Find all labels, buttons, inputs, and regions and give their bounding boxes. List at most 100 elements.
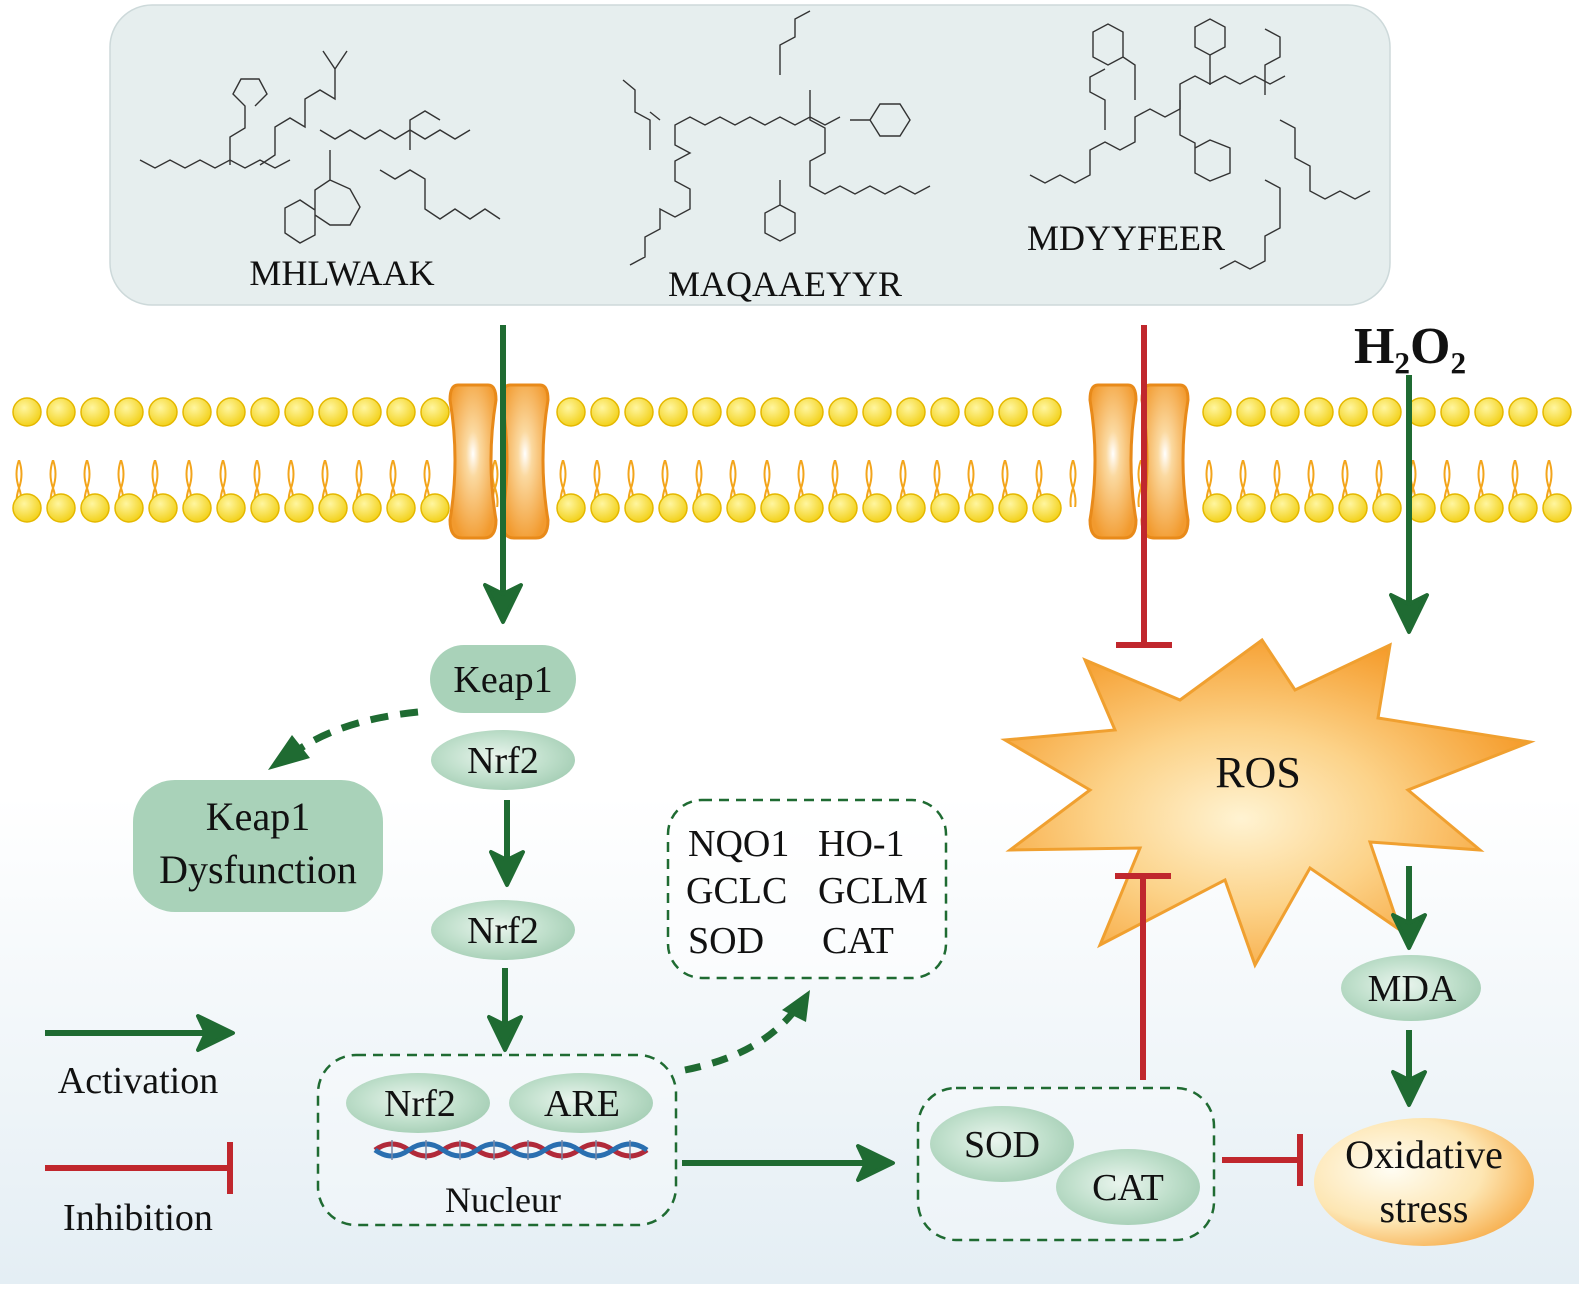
- lipid-head: [1236, 397, 1266, 427]
- lipid-head: [352, 493, 382, 523]
- inhibit-peptide-to-ros: [1116, 325, 1172, 648]
- peptide-label-3: MDYYFEER: [1027, 218, 1225, 258]
- lipid-head: [556, 493, 586, 523]
- mda-label: MDA: [1368, 968, 1457, 1010]
- lipid-head: [590, 493, 620, 523]
- lipid-head: [896, 397, 926, 427]
- nrf2-bound-label: Nrf2: [467, 740, 539, 782]
- lipid-head: [12, 493, 42, 523]
- lipid-head: [182, 397, 212, 427]
- lipid-head: [1542, 493, 1572, 523]
- lipid-head: [114, 493, 144, 523]
- lipid-head: [1508, 397, 1538, 427]
- arrow-nucleus-to-enzymes: [682, 1144, 895, 1182]
- lipid-head: [1474, 397, 1504, 427]
- keap1-dysfunction-line2: Dysfunction: [159, 847, 357, 892]
- lipid-head: [998, 493, 1028, 523]
- gene-nqo1: NQO1: [688, 823, 789, 865]
- lipid-head: [12, 397, 42, 427]
- lipid-head: [1508, 493, 1538, 523]
- gene-gclm: GCLM: [818, 870, 928, 912]
- lipid-head: [1440, 493, 1470, 523]
- lipid-head: [862, 397, 892, 427]
- arrow-mda-to-stress: [1391, 1030, 1427, 1107]
- sod-node: [930, 1106, 1074, 1182]
- keap1-dysfunction-node: Keap1 Dysfunction: [133, 780, 383, 912]
- lipid-head: [1372, 397, 1402, 427]
- nucleus-nrf2-label: Nrf2: [384, 1083, 456, 1125]
- lipid-head: [386, 397, 416, 427]
- lipid-head: [624, 397, 654, 427]
- lipid-head: [1236, 493, 1266, 523]
- lipid-head: [216, 493, 246, 523]
- lipid-head: [1202, 493, 1232, 523]
- oxidative-stress-line2: stress: [1380, 1186, 1469, 1231]
- oxidative-stress-line1: Oxidative: [1345, 1132, 1503, 1177]
- lipid-head: [1032, 493, 1062, 523]
- arrow-h2o2-to-ros: [1389, 375, 1429, 634]
- lipid-head: [250, 397, 280, 427]
- peptide-panel: [109, 4, 1391, 306]
- lipid-head: [114, 397, 144, 427]
- membrane-heads-top: [12, 397, 1572, 427]
- legend-inhibition-label: Inhibition: [63, 1197, 213, 1239]
- peptide-structure-maqaaeyyr: [622, 10, 931, 266]
- lipid-head: [862, 493, 892, 523]
- lipid-head: [658, 493, 688, 523]
- lipid-head: [352, 397, 382, 427]
- lipid-head: [1474, 493, 1504, 523]
- lipid-head: [1202, 397, 1232, 427]
- lipid-head: [590, 397, 620, 427]
- lipid-head: [930, 397, 960, 427]
- keap1-label: Keap1: [453, 659, 552, 701]
- lipid-head: [624, 493, 654, 523]
- lipid-head: [1304, 493, 1334, 523]
- enzymes-box: SOD CAT: [916, 1086, 1216, 1242]
- lipid-head: [318, 397, 348, 427]
- are-node: [509, 1073, 653, 1133]
- cat-label: CAT: [1092, 1167, 1164, 1209]
- ros-node: ROS: [1000, 637, 1536, 969]
- lipid-head: [148, 493, 178, 523]
- nucleus-label: Nucleur: [445, 1180, 561, 1220]
- cell-membrane: [10, 397, 1572, 523]
- dna-helix-icon: [373, 1140, 649, 1160]
- lipid-head: [556, 397, 586, 427]
- nrf2-bound-node: Nrf2: [431, 730, 575, 790]
- arrow-ros-to-mda: [1391, 866, 1427, 950]
- lipid-head: [692, 397, 722, 427]
- lipid-head: [216, 397, 246, 427]
- legend-inhibition-line: [45, 1142, 233, 1194]
- lipid-head: [692, 493, 722, 523]
- nucleus-nrf2-node: [346, 1073, 490, 1133]
- lipid-head: [794, 397, 824, 427]
- lipid-head: [1338, 397, 1368, 427]
- ros-label: ROS: [1215, 748, 1301, 797]
- lipid-head: [420, 493, 450, 523]
- lipid-head: [760, 493, 790, 523]
- legend-activation-label: Activation: [58, 1060, 218, 1102]
- target-genes-box: NQO1 HO-1 GCLC GCLM SOD CAT: [666, 798, 948, 980]
- lipid-head: [284, 493, 314, 523]
- gene-ho1: HO-1: [818, 823, 905, 865]
- lipid-head: [1270, 397, 1300, 427]
- lipid-head: [726, 493, 756, 523]
- lipid-head: [250, 493, 280, 523]
- arrow-nrf2-release: [489, 800, 525, 887]
- lipid-head: [386, 493, 416, 523]
- nucleus-box: Nrf2 ARE Nucleur: [316, 1053, 678, 1227]
- lipid-head: [828, 493, 858, 523]
- lipid-head: [1304, 397, 1334, 427]
- oxidative-stress-node: Oxidative stress: [1314, 1118, 1534, 1246]
- lipid-head: [658, 397, 688, 427]
- nrf2-free-label: Nrf2: [467, 910, 539, 952]
- keap1-node: Keap1: [430, 645, 576, 713]
- lipid-head: [1372, 493, 1402, 523]
- lipid-head: [1542, 397, 1572, 427]
- cat-node: [1056, 1149, 1200, 1225]
- lipid-head: [284, 397, 314, 427]
- lipid-head: [930, 493, 960, 523]
- lipid-head: [794, 493, 824, 523]
- inhibit-enzymes-to-stress: [1222, 1134, 1303, 1186]
